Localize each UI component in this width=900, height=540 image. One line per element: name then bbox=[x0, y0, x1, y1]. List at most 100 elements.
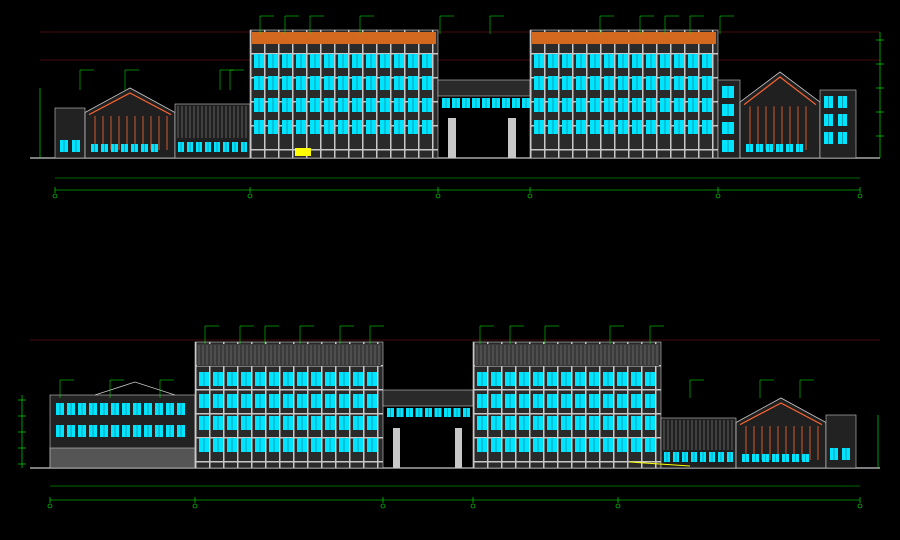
elev1-bridge-pier bbox=[448, 118, 456, 158]
elev2-block1-pilaster bbox=[209, 342, 211, 468]
elev2-block1-pilaster bbox=[251, 342, 253, 468]
elev1-block1-pilaster bbox=[250, 30, 252, 158]
elev1-dimension-grid-bubble bbox=[527, 193, 533, 199]
elev2-block2-pilaster bbox=[599, 342, 601, 468]
elev2-block2-pilaster bbox=[515, 342, 517, 468]
elev1-block2-floor-band bbox=[530, 149, 718, 151]
elev2-ramp bbox=[629, 461, 691, 467]
elev2-right-connector bbox=[660, 417, 737, 469]
elev2-block2-floor-band bbox=[473, 389, 661, 391]
elev2-block1-floor-band bbox=[195, 437, 383, 439]
elev1-block1-pilaster bbox=[320, 30, 322, 158]
elev2-block2-pilaster bbox=[557, 342, 559, 468]
elev1-dimension-grid-bubble bbox=[247, 193, 253, 199]
elev1-dimension-grid-bubble bbox=[715, 193, 721, 199]
elev2-block1-floor-band bbox=[195, 461, 383, 463]
elev1-block1-pilaster bbox=[418, 30, 420, 158]
elev1-block2-pilaster bbox=[670, 30, 672, 158]
elev2-block1-pilaster bbox=[363, 342, 365, 468]
elev1-block2-pilaster bbox=[572, 30, 574, 158]
elev2-dimension-grid-bubble bbox=[857, 503, 863, 509]
elev2-block1-pilaster bbox=[335, 342, 337, 468]
elev2-bridge bbox=[382, 389, 474, 407]
elev2-block2-pilaster bbox=[543, 342, 545, 468]
elev1-block1-roof bbox=[252, 32, 436, 44]
elev1-block1-pilaster bbox=[348, 30, 350, 158]
elev2-block2-pilaster bbox=[487, 342, 489, 468]
elev2-block1-floor-band bbox=[195, 413, 383, 415]
elev2-left-podium bbox=[49, 447, 196, 469]
elev2-block1-attic bbox=[197, 344, 381, 366]
elev2-block2-pilaster bbox=[641, 342, 643, 468]
elev2-block1-pilaster bbox=[307, 342, 309, 468]
elev2-block2-floor-band bbox=[473, 461, 661, 463]
elev1-block1-pilaster bbox=[264, 30, 266, 158]
elevation-2 bbox=[18, 325, 880, 509]
elev1-left-annex bbox=[54, 107, 86, 159]
elev2-dimension-grid-bubble bbox=[192, 503, 198, 509]
elev1-block1-pilaster bbox=[278, 30, 280, 158]
elev2-block2-pilaster bbox=[473, 342, 475, 468]
elev2-block1-pilaster bbox=[377, 342, 379, 468]
elev2-block1-pilaster bbox=[223, 342, 225, 468]
elev1-block1-pilaster bbox=[334, 30, 336, 158]
elev2-block2-pilaster bbox=[655, 342, 657, 468]
elev1-block1-pilaster bbox=[292, 30, 294, 158]
elev2-block1-pilaster bbox=[293, 342, 295, 468]
elev2-block2-floor-band bbox=[473, 437, 661, 439]
elev1-dimension-grid-bubble bbox=[52, 193, 58, 199]
elev1-left-gable-frame bbox=[88, 92, 172, 116]
elev1-block2-roof bbox=[532, 32, 716, 44]
elev1-block2-pilaster bbox=[684, 30, 686, 158]
elev2-bridge-pier bbox=[393, 428, 400, 468]
elev1-connector bbox=[174, 103, 251, 159]
elev2-block1-pilaster bbox=[349, 342, 351, 468]
elev1-block2-pilaster bbox=[712, 30, 714, 158]
elev2-block1-pilaster bbox=[195, 342, 197, 468]
elev2-block2-pilaster bbox=[501, 342, 503, 468]
elev2-right-gable-frame bbox=[739, 402, 823, 426]
elev2-dimension-grid-bubble bbox=[615, 503, 621, 509]
elev1-block1-floor-band bbox=[250, 53, 438, 55]
elevation-1 bbox=[30, 15, 884, 199]
elev1-block2-pilaster bbox=[614, 30, 616, 158]
elev2-dimension-grid-bubble bbox=[47, 503, 53, 509]
elev2-block1-floor-band bbox=[195, 389, 383, 391]
elev2-block2-pilaster bbox=[613, 342, 615, 468]
elev1-block2-pilaster bbox=[628, 30, 630, 158]
elev2-block2-attic bbox=[475, 344, 659, 366]
elev2-block2-pilaster bbox=[585, 342, 587, 468]
elev1-block2-wall bbox=[529, 29, 719, 159]
elev1-block2-floor-band bbox=[530, 53, 718, 55]
elev2-block2-pilaster bbox=[529, 342, 531, 468]
elev1-block2-pilaster bbox=[642, 30, 644, 158]
elev1-dimension-grid-bubble bbox=[435, 193, 441, 199]
elev1-block2-pilaster bbox=[544, 30, 546, 158]
elev1-block1-pilaster bbox=[404, 30, 406, 158]
elev1-block1-floor-band bbox=[250, 149, 438, 151]
elev1-block2-pilaster bbox=[698, 30, 700, 158]
elev1-block1-pilaster bbox=[362, 30, 364, 158]
elev1-block1-pilaster bbox=[376, 30, 378, 158]
elev1-block1-pilaster bbox=[432, 30, 434, 158]
elev1-bridge-pier bbox=[508, 118, 516, 158]
elev2-left-hall-roof bbox=[94, 381, 176, 396]
elev1-block1-pilaster bbox=[390, 30, 392, 158]
elev1-block2-pilaster bbox=[586, 30, 588, 158]
elev2-dimension-grid-bubble bbox=[470, 503, 476, 509]
elev1-block1-pilaster bbox=[306, 30, 308, 158]
elev2-block2-floor-band bbox=[473, 413, 661, 415]
elev2-block1-pilaster bbox=[237, 342, 239, 468]
elev2-block1-pilaster bbox=[321, 342, 323, 468]
elev1-block2-pilaster bbox=[558, 30, 560, 158]
elev2-block2-pilaster bbox=[627, 342, 629, 468]
elev1-right-gable-frame bbox=[743, 76, 817, 106]
elev2-right-annex bbox=[825, 414, 857, 469]
elev1-bridge bbox=[437, 79, 531, 97]
elev1-block1-wall bbox=[249, 29, 439, 159]
elev2-block2-pilaster bbox=[571, 342, 573, 468]
elev1-block2-pilaster bbox=[600, 30, 602, 158]
elev1-block2-pilaster bbox=[530, 30, 532, 158]
